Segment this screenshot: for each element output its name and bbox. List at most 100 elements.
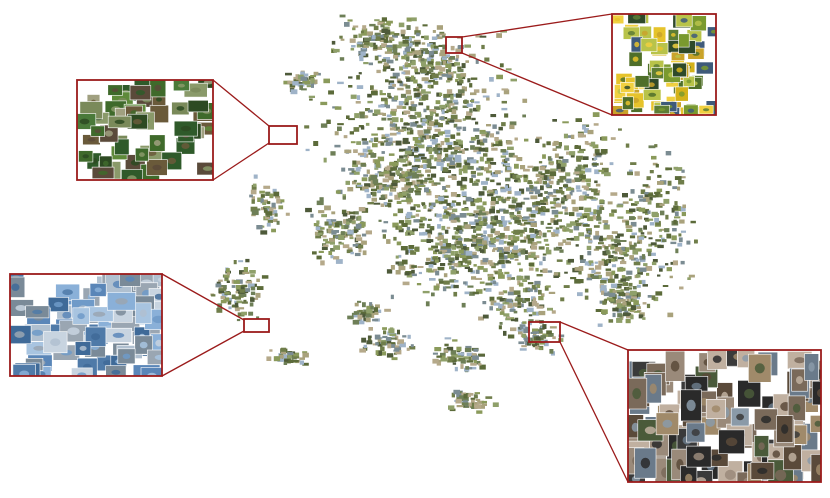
thumbnail-mark [569,151,576,156]
thumbnail-mark [239,270,245,275]
thumbnail-mark [446,170,451,174]
thumbnail-mark [353,211,359,215]
thumbnail-mark [464,291,470,295]
thumbnail-mark [609,213,615,217]
thumbnail-mark [609,288,615,293]
thumbnail-mark [397,87,404,91]
thumbnail-mark [471,353,477,356]
thumbnail-mark [400,93,407,98]
thumbnail-mark [405,188,413,192]
thumbnail-mark [417,130,423,135]
thumbnail-mark [442,214,449,219]
thumbnail-mark [548,180,554,185]
bird-silhouette [139,341,148,349]
thumbnail-mark [519,348,527,351]
thumbnail-mark [246,279,252,282]
thumbnail-mark [435,36,443,40]
thumbnail-mark [240,293,247,297]
thumbnail-mark [433,123,439,128]
thumbnail-mark [439,52,447,57]
thumbnail-mark [546,195,550,199]
thumbnail-mark [256,208,261,211]
thumbnail-mark [350,47,355,51]
thumbnail-mark [436,161,442,166]
inset-border [76,79,214,181]
thumbnail-mark [418,133,426,137]
thumbnail-mark [370,85,374,90]
thumbnail-mark [273,356,281,362]
thumbnail-mark [436,150,442,156]
thumbnail-mark [444,337,452,340]
thumbnail-mark [381,151,385,154]
thumbnail-mark [241,311,247,316]
thumbnail-mark [446,202,451,206]
thumbnail-mark [516,202,523,208]
thumbnail-mark [470,145,475,150]
thumbnail-mark [370,138,374,142]
thumbnail-mark [219,288,227,291]
thumbnail-mark [540,185,544,191]
thumbnail-mark [476,205,484,210]
thumbnail-mark [368,327,373,331]
thumbnail-mark [632,286,637,290]
thumbnail-mark [442,238,448,244]
thumbnail-mark [455,398,462,404]
thumbnail-mark [428,149,432,154]
thumbnail-mark [358,309,363,312]
thumbnail-mark [228,306,232,310]
thumbnail-mark [520,223,526,226]
thumbnail-mark [465,60,469,63]
thumbnail-mark [586,277,593,281]
bird-silhouette [686,399,696,411]
thumbnail-mark [672,228,677,232]
thumbnail-mark [576,212,582,217]
inset-panel-green-foliage-birds [76,79,214,181]
thumbnail-mark [378,184,383,189]
thumbnail-mark [276,220,280,225]
thumbnail-mark [442,60,446,65]
thumbnail-mark [581,178,586,182]
thumbnail-mark [563,133,568,139]
thumbnail-mark [483,236,489,242]
thumbnail-mark [397,208,404,214]
thumbnail-mark [460,73,467,77]
thumbnail-mark [586,196,594,199]
thumbnail-mark [517,295,521,298]
thumbnail-mark [471,117,476,121]
thumbnail-mark [402,335,407,338]
thumbnail-mark [372,179,379,184]
thumbnail-mark [402,164,408,167]
thumbnail-mark [647,251,652,257]
thumbnail-mark [648,193,654,196]
thumbnail-mark [438,159,445,163]
thumbnail-mark [473,128,480,132]
thumbnail-mark [555,145,562,149]
thumbnail-mark [488,274,494,279]
thumbnail-mark [490,162,497,165]
thumbnail-mark [667,312,674,318]
thumbnail-mark [356,182,362,185]
thumbnail-mark [423,164,427,169]
thumbnail-mark [444,349,449,353]
thumbnail-mark [346,221,350,225]
thumbnail-mark [571,179,575,183]
thumbnail-mark [416,55,421,58]
bird-silhouette [678,91,685,97]
thumbnail-mark [457,225,462,229]
thumbnail-mark [484,167,490,172]
thumbnail-mark [588,240,593,243]
thumbnail-mark [500,188,507,193]
thumbnail-mark [642,184,649,187]
thumbnail-mark [617,257,624,260]
thumbnail-mark [413,204,420,207]
thumbnail-mark [574,171,580,175]
thumbnail-mark [383,140,389,143]
thumbnail-mark [505,260,510,263]
thumbnail-mark [649,252,656,256]
thumbnail-mark [677,242,683,247]
thumbnail-mark [279,199,285,203]
thumbnail-mark [397,172,404,176]
thumbnail-mark [580,222,585,225]
bird-silhouette [711,405,721,413]
thumbnail-mark [642,302,647,305]
